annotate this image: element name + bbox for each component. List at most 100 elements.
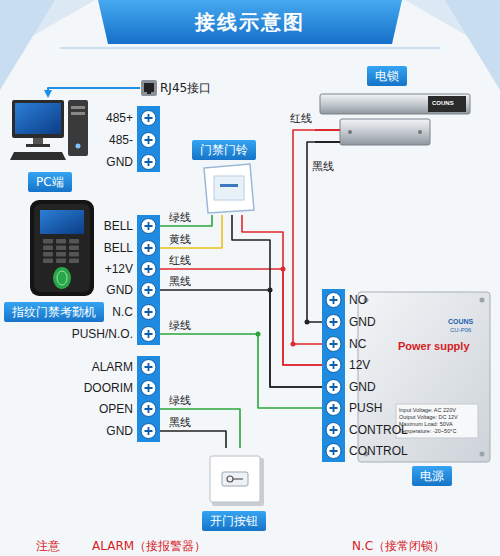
device-text: CU-P06 — [450, 327, 471, 334]
electric-lock — [348, 130, 352, 134]
wire-connector — [242, 215, 322, 365]
key — [69, 246, 79, 251]
terminal-screw — [145, 384, 153, 392]
key — [43, 239, 53, 244]
fingerprint-device — [34, 204, 90, 292]
terminal-screw — [330, 426, 338, 434]
key — [56, 252, 66, 257]
pin-label: PUSH — [349, 400, 382, 416]
terminal-screw — [145, 136, 153, 144]
pin-label: 12V — [349, 357, 370, 373]
fingerprint-device — [30, 200, 94, 296]
terminal-screw — [326, 358, 341, 373]
key — [69, 239, 79, 244]
pin-label: N.C — [112, 304, 133, 320]
power-supply-box — [480, 452, 485, 457]
device-tag: 指纹门禁考勤机 — [4, 302, 104, 322]
terminal-screw — [145, 405, 153, 413]
pin-label: OPEN — [99, 401, 133, 417]
pin-label: BELL — [104, 240, 133, 256]
exit-button — [210, 456, 264, 506]
electric-lock — [315, 129, 340, 131]
terminal-screw — [326, 444, 341, 459]
key — [69, 259, 79, 264]
terminal-screw — [330, 340, 338, 348]
power-supply-box — [480, 298, 485, 303]
terminal-screw — [330, 296, 338, 304]
terminal-strip — [137, 106, 160, 172]
pc-icon — [71, 106, 85, 109]
terminal-screw — [326, 337, 341, 352]
rj45-icon — [141, 80, 157, 96]
terminal-screw — [141, 402, 156, 417]
pin-label: ALARM — [92, 359, 133, 375]
terminal-screw — [141, 424, 156, 439]
terminal-screw — [326, 380, 341, 395]
terminal-screw — [145, 222, 153, 230]
wire-label: 绿线 — [168, 211, 192, 224]
exit-button — [222, 472, 248, 486]
key — [43, 252, 53, 257]
terminal-screw — [326, 293, 341, 308]
pin-label: CONTROL — [349, 443, 408, 459]
power-supply-box — [396, 404, 478, 438]
pin-label: GND — [106, 282, 133, 298]
pin-label: DOORIM — [84, 380, 133, 396]
terminal-screw — [330, 383, 338, 391]
exit-button — [227, 476, 233, 482]
terminal-screw — [141, 219, 156, 234]
key — [56, 239, 66, 244]
wire-label: 红线 — [168, 254, 192, 267]
terminal-screw — [326, 401, 341, 416]
pc-icon — [12, 100, 64, 138]
terminal-screw — [330, 318, 338, 326]
fingerprint-device — [40, 210, 84, 234]
pin-label: GND — [349, 314, 376, 330]
device-text: COUNS — [432, 100, 454, 107]
key — [43, 259, 53, 264]
doorbell — [220, 184, 238, 187]
terminal-screw — [330, 404, 338, 412]
title-text: 接线示意图 — [105, 0, 395, 44]
terminal-screw — [141, 360, 156, 375]
key — [69, 252, 79, 257]
device-tag: 电锁 — [367, 66, 407, 86]
wire-connector — [232, 215, 322, 387]
device-node: 电锁 COUNS — [315, 64, 475, 150]
device-tag: PC端 — [28, 172, 72, 192]
wire-connector — [160, 431, 226, 448]
pin-label: NO — [349, 292, 367, 308]
terminal-screw — [141, 111, 341, 459]
device-text: Output Voltage: DC 12V — [399, 414, 458, 420]
fingerprint-device — [30, 200, 94, 296]
terminal-strip — [137, 215, 160, 345]
pin-label: NC — [349, 336, 366, 352]
pin-label: CONTROL — [349, 422, 408, 438]
key — [56, 246, 66, 251]
device-text: COUNS — [448, 318, 473, 326]
terminal-screw — [141, 111, 156, 126]
rj45-icon — [144, 83, 154, 92]
wire-connector — [160, 269, 322, 365]
terminal-screw — [141, 283, 156, 298]
electric-lock — [315, 94, 470, 145]
terminal-screw — [141, 262, 156, 277]
terminal-screw — [145, 114, 153, 122]
device-text: Input Voltage: AC 220V — [399, 407, 456, 413]
terminal-screw — [145, 286, 153, 294]
doorbell — [204, 164, 254, 213]
title-banner — [60, 0, 440, 48]
note-text: ALARM（接报警器） — [92, 538, 206, 554]
wire-connector — [160, 409, 240, 448]
terminal-screw — [145, 363, 153, 371]
terminal-screw — [330, 361, 338, 369]
terminal-strip — [137, 106, 345, 462]
device-node: 门禁门铃 — [192, 140, 265, 215]
device-text: RJ45接口 — [160, 80, 211, 96]
device-tag: 电源 — [412, 466, 452, 486]
terminal-strip — [137, 356, 160, 442]
pin-label: BELL — [104, 218, 133, 234]
device-node: 开门按钮 — [200, 448, 272, 536]
wire-label: 红线 — [289, 112, 313, 125]
fingerprint-device — [57, 271, 67, 285]
